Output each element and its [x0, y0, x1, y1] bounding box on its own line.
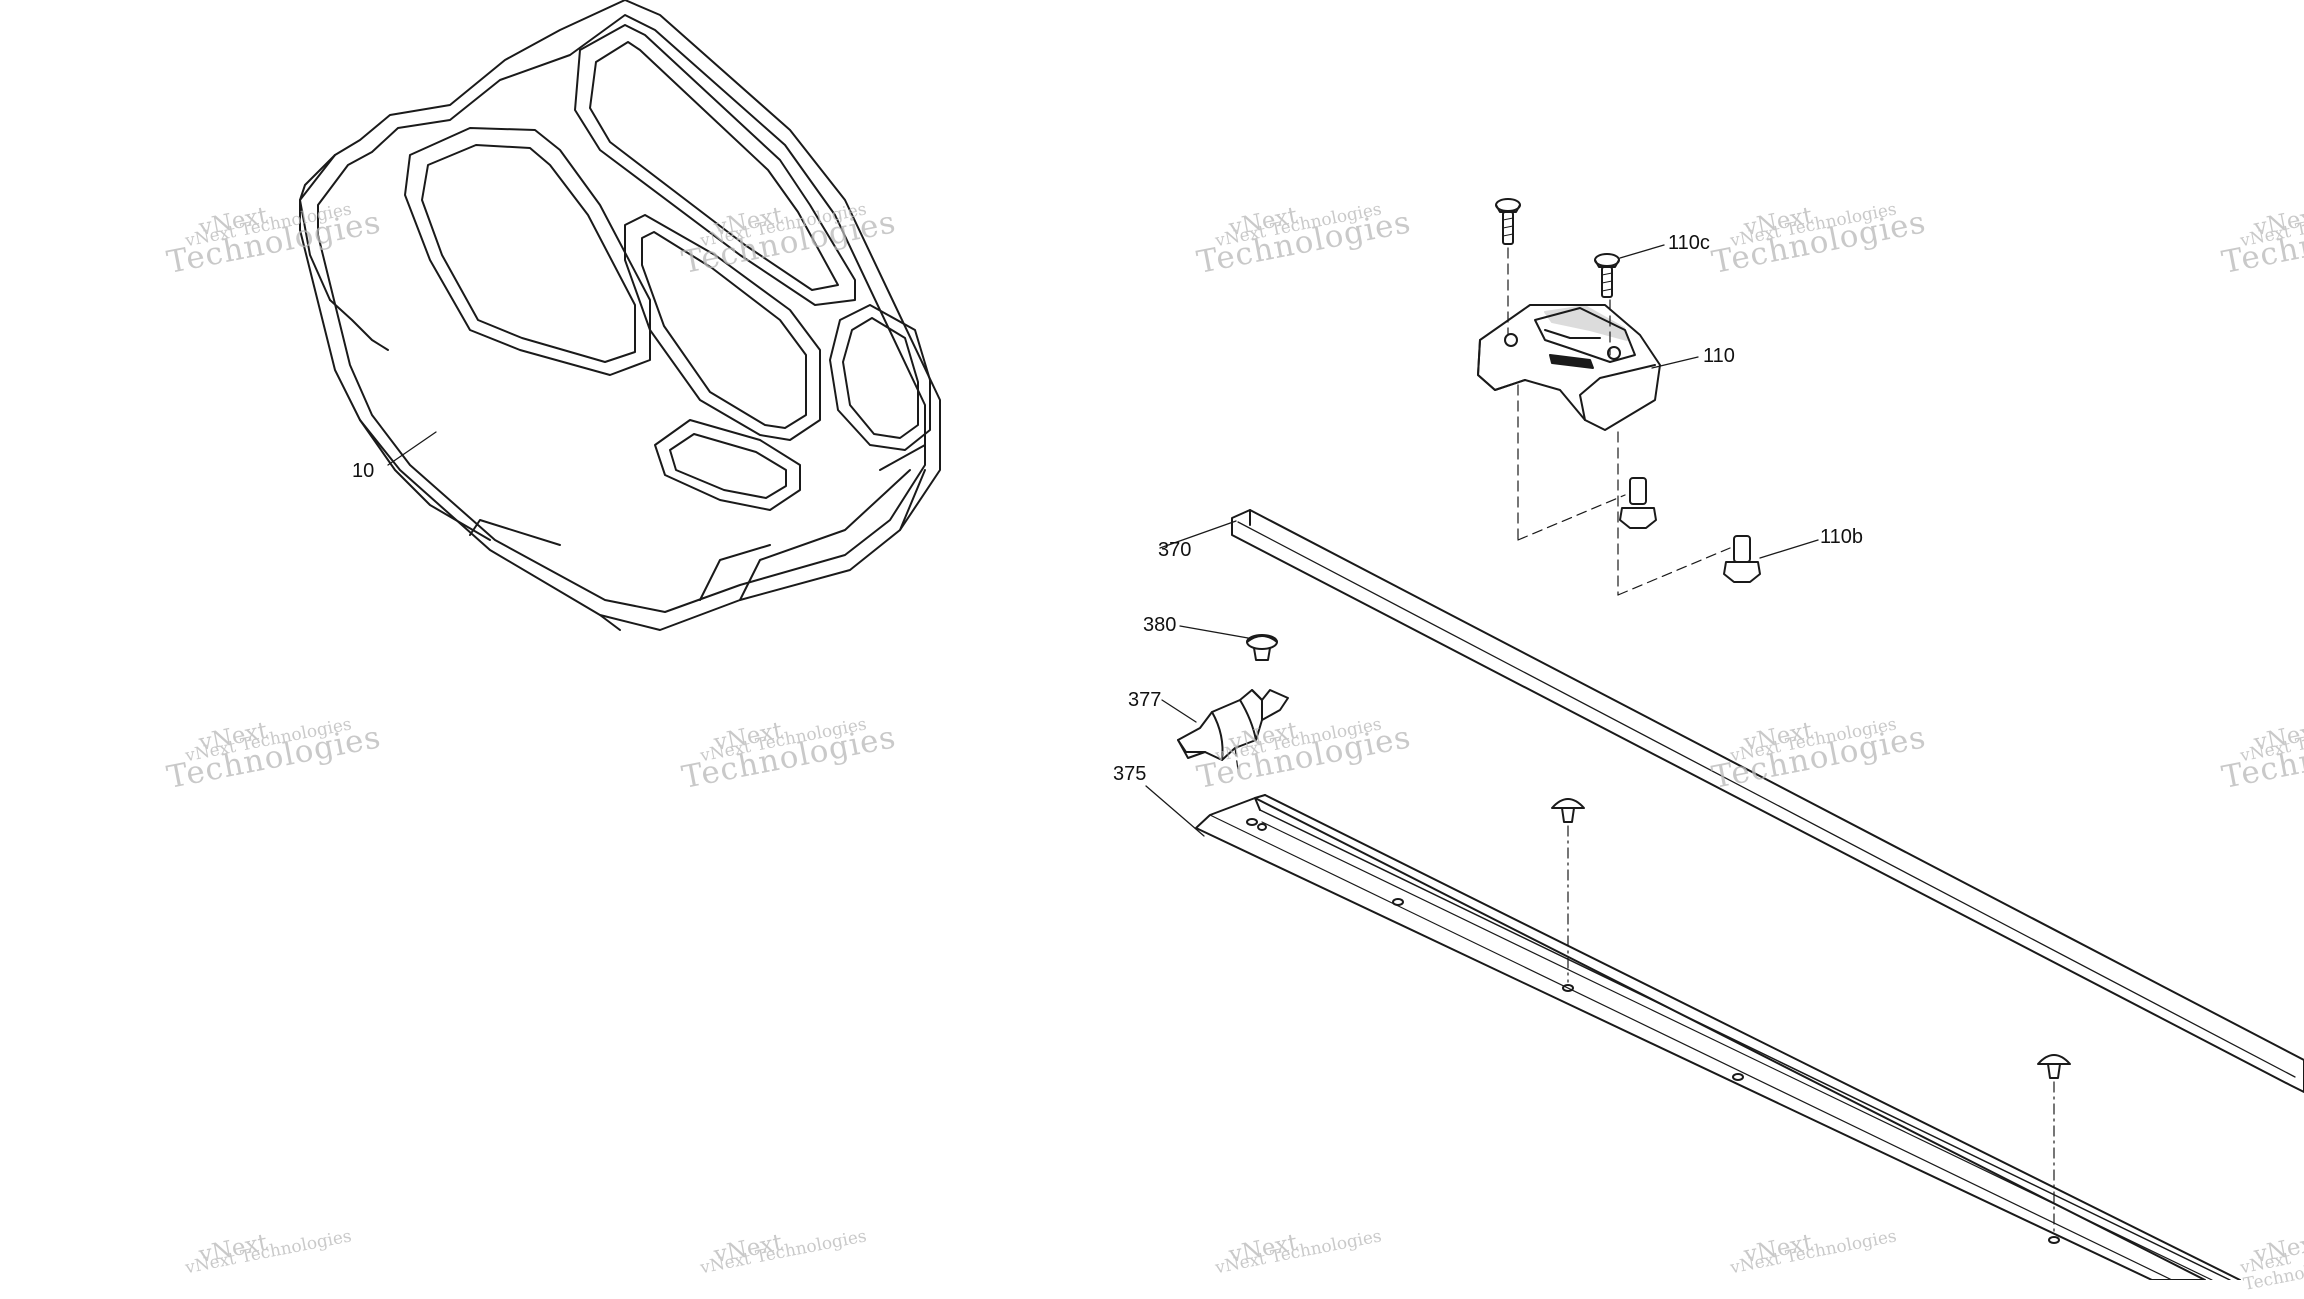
- part-rivet-mid: [1551, 798, 1585, 823]
- leader-110c: [1619, 244, 1665, 259]
- part-screw-upper: [1495, 198, 1521, 245]
- callout-10: 10: [352, 460, 375, 482]
- leader-375: [1145, 785, 1205, 837]
- handle-assembly-guides: [1507, 247, 1731, 596]
- part-110-handle: [1477, 304, 1661, 431]
- part-375-rail: [1195, 794, 2241, 1280]
- callout-110c: 110c: [1668, 232, 1710, 254]
- part-110c-screw: [1594, 253, 1620, 298]
- callout-110: 110: [1703, 345, 1735, 367]
- callout-375: 375: [1113, 763, 1147, 785]
- rivet-assembly-guides: [1567, 825, 2055, 1236]
- callout-110b: 110b: [1820, 526, 1864, 548]
- leader-380: [1179, 625, 1249, 639]
- leader-10: [387, 431, 437, 466]
- callout-380: 380: [1143, 614, 1177, 636]
- part-10-panel: [299, 0, 941, 631]
- part-377-clip: [1177, 689, 1289, 771]
- part-380-plug: [1246, 634, 1278, 661]
- callout-377: 377: [1128, 689, 1162, 711]
- part-110b-nut: [1723, 535, 1761, 583]
- leader-377: [1161, 699, 1197, 723]
- callout-370: 370: [1158, 539, 1192, 561]
- leader-110b: [1759, 539, 1819, 559]
- part-rivet-right: [2037, 1054, 2071, 1079]
- leader-110: [1651, 356, 1699, 369]
- part-370-strip: [1231, 509, 2304, 1093]
- part-nut-lower: [1619, 477, 1657, 529]
- leader-370: [1159, 520, 1237, 549]
